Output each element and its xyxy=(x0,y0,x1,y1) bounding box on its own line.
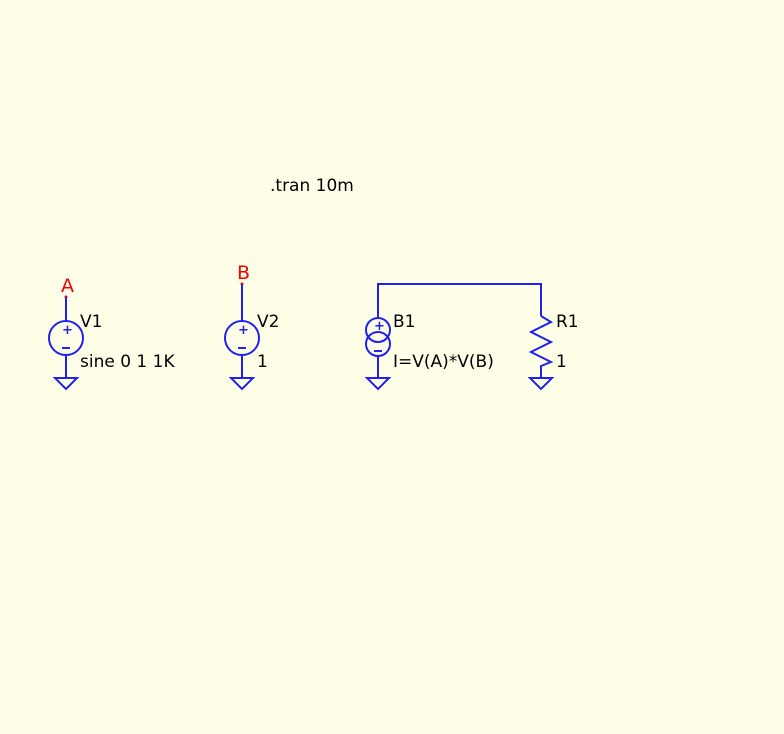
plus-sign: + xyxy=(374,319,385,334)
ground-icon xyxy=(527,377,555,391)
r1-value[interactable]: 1 xyxy=(556,352,567,372)
resistor-r1[interactable]: R1 1 xyxy=(527,312,579,391)
current-source-icon xyxy=(365,317,391,343)
b1-name[interactable]: B1 xyxy=(393,312,415,332)
tran-directive[interactable]: .tran 10m xyxy=(270,176,354,196)
voltage-source-v1[interactable]: A + V1 sine 0 1 1K xyxy=(48,275,175,391)
r1-name[interactable]: R1 xyxy=(556,312,579,332)
resistor-icon xyxy=(528,315,554,378)
wire xyxy=(377,283,542,317)
v1-name[interactable]: V1 xyxy=(80,312,102,332)
net-label-a[interactable]: A xyxy=(61,275,74,297)
voltage-source-v2[interactable]: B + V2 1 xyxy=(224,262,279,391)
current-source-icon xyxy=(365,331,391,357)
v2-name[interactable]: V2 xyxy=(257,312,279,332)
behavioral-source-b1[interactable]: + B1 I=V(A)*V(B) xyxy=(364,312,494,391)
net-label-b[interactable]: B xyxy=(237,262,250,284)
ground-icon xyxy=(228,377,256,391)
ground-icon xyxy=(52,377,80,391)
ground-icon xyxy=(364,377,392,391)
v1-value[interactable]: sine 0 1 1K xyxy=(80,352,175,372)
plus-sign: + xyxy=(62,323,73,338)
v2-value[interactable]: 1 xyxy=(257,352,268,372)
b1-value[interactable]: I=V(A)*V(B) xyxy=(393,352,494,372)
plus-sign: + xyxy=(238,323,249,338)
